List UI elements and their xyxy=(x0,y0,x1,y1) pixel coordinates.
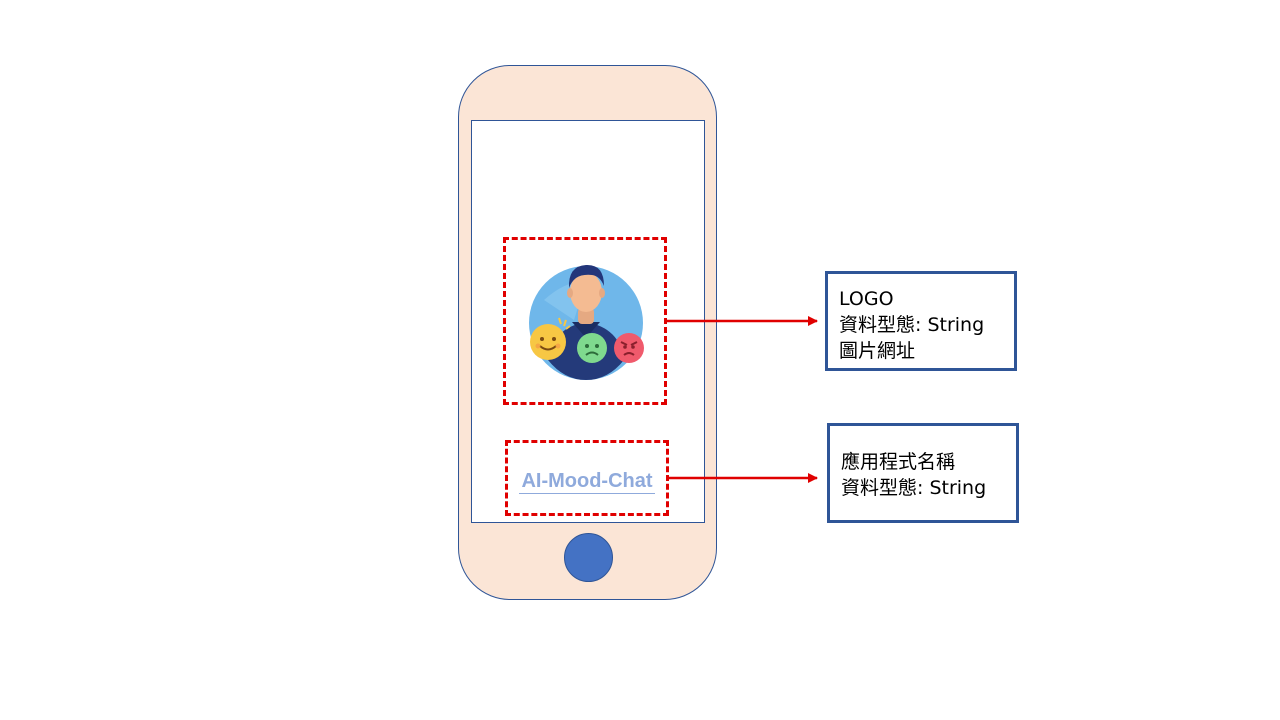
happy-face-icon xyxy=(530,324,566,360)
logo-callout-description: 圖片網址 xyxy=(839,340,916,362)
person-with-emotion-faces-icon xyxy=(529,264,644,380)
logo-callout-type: 資料型態: String xyxy=(839,314,985,336)
logo-callout: LOGO 資料型態: String 圖片網址 xyxy=(825,271,1017,371)
app-name-callout: 應用程式名稱 資料型態: String xyxy=(827,423,1019,523)
app-name-label: AI-Mood-Chat xyxy=(519,470,655,494)
logo-highlight-box xyxy=(503,237,667,405)
app-name-highlight-box xyxy=(505,440,669,516)
sad-face-icon xyxy=(577,333,607,363)
app-name-callout-title: 應用程式名稱 xyxy=(841,451,956,473)
home-button[interactable] xyxy=(564,533,613,582)
app-name-text: AI-Mood-Chat xyxy=(505,468,669,494)
logo-callout-title: LOGO xyxy=(839,288,894,310)
angry-face-icon xyxy=(614,333,644,363)
app-name-callout-type: 資料型態: String xyxy=(841,477,987,499)
